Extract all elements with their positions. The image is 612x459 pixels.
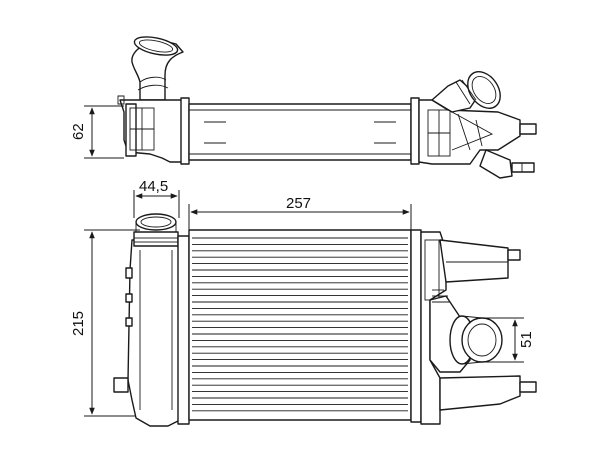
top-left-tank [117,95,190,165]
front-view: 44,5 257 215 [70,178,537,427]
top-right-tank [410,71,537,179]
dim-257: 257 [188,195,412,232]
dim-51: 51 [482,317,535,363]
dim-215: 215 [70,229,140,417]
dim-215-label: 215 [70,311,87,336]
top-view: 62 [70,36,537,179]
top-inlet-hose [131,36,184,101]
front-core [188,229,412,421]
dim-44-5-label: 44,5 [139,178,168,195]
dim-257-label: 257 [286,195,311,212]
front-left-tank [113,213,190,427]
dim-62-label: 62 [70,123,87,140]
top-core [188,103,412,161]
dim-44-5: 44,5 [133,178,180,218]
dim-51-label: 51 [518,331,535,348]
core-fins [192,237,408,412]
dim-62: 62 [70,105,124,159]
front-right-tank [410,229,537,425]
